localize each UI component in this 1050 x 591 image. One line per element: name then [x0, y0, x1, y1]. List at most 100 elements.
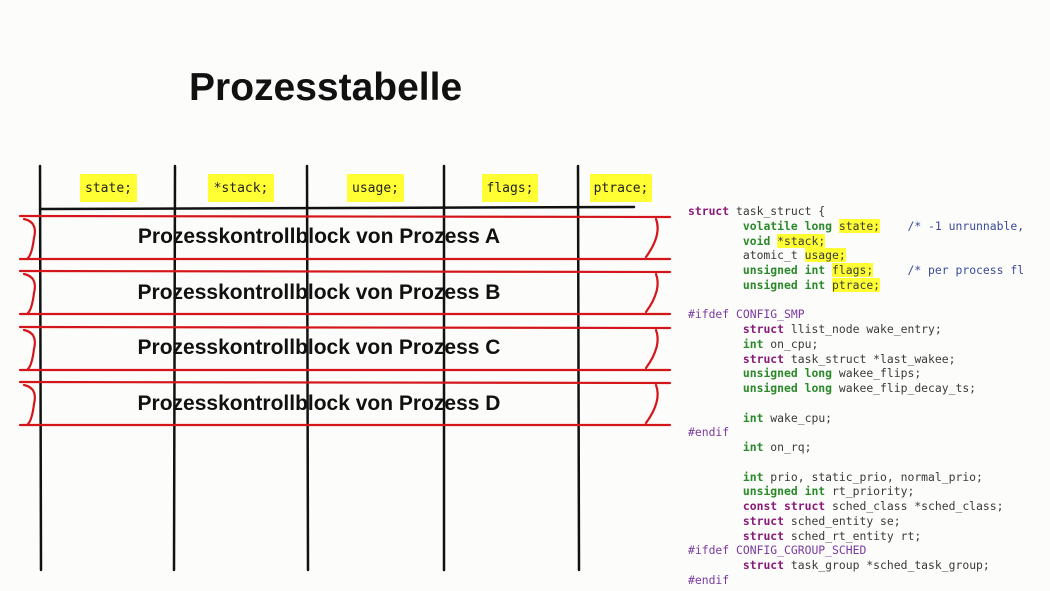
code-token: struct — [742, 513, 785, 528]
code-token: unsigned int — [742, 484, 826, 499]
code-token: /* -1 unrunnable, — [907, 218, 1025, 233]
column-divider — [576, 164, 581, 572]
code-token — [688, 558, 743, 572]
code-token — [825, 278, 832, 292]
column-header-ptrace: ptrace; — [590, 174, 652, 202]
code-line: struct sched_entity se; — [688, 514, 1050, 529]
code-line: unsigned long wakee_flip_decay_ts; — [688, 381, 1050, 396]
code-token: llist_node wake_entry; — [784, 322, 942, 336]
code-token — [688, 278, 743, 292]
code-token: rt_priority; — [825, 484, 915, 499]
code-token — [688, 352, 743, 366]
code-token — [825, 263, 832, 277]
highlighted-field: ptrace; — [832, 277, 881, 292]
code-token: unsigned int — [742, 277, 826, 292]
code-line: unsigned int ptrace; — [688, 277, 1050, 293]
code-token: int — [742, 410, 764, 425]
code-token — [688, 514, 743, 528]
code-token: volatile long — [742, 218, 833, 233]
code-token: unsigned long — [742, 366, 833, 381]
code-token — [688, 381, 743, 395]
code-token — [688, 263, 743, 277]
code-line — [688, 293, 1050, 308]
code-line — [688, 396, 1050, 411]
code-line: int on_rq; — [688, 440, 1050, 455]
code-line: unsigned long wakee_flips; — [688, 366, 1050, 381]
code-token: unsigned long — [742, 381, 833, 395]
column-divider — [172, 164, 177, 572]
highlighted-field: *stack; — [777, 233, 826, 248]
row-outline-b — [18, 269, 672, 316]
code-token: prio, static_prio, normal_prio; — [763, 469, 983, 484]
code-line: atomic_t usage; — [688, 248, 1050, 263]
header-underline — [38, 205, 636, 211]
code-token — [688, 499, 743, 513]
code-token: unsigned int — [742, 263, 826, 277]
code-token — [873, 263, 907, 277]
column-divider — [38, 164, 43, 572]
code-token: task_struct *last_wakee; — [784, 351, 956, 366]
code-token — [832, 219, 839, 233]
code-token: #ifdef CONFIG_SMP — [688, 307, 805, 322]
code-token — [688, 337, 743, 351]
highlighted-field: usage; — [804, 248, 846, 263]
column-header-stack: *stack; — [208, 174, 274, 202]
code-token: struct — [688, 204, 730, 218]
code-token: wakee_flips; — [832, 366, 922, 381]
code-line: #endif — [688, 573, 1050, 588]
code-token: #ifdef CONFIG_CGROUP_SCHED — [688, 543, 867, 558]
column-divider — [305, 164, 310, 572]
code-token: on_cpu; — [763, 336, 819, 351]
column-header-state: state; — [80, 174, 137, 202]
code-line: volatile long state; /* -1 unrunnable, — [688, 218, 1050, 234]
row-outline-d — [18, 380, 672, 427]
page-title: Prozesstabelle — [189, 66, 463, 109]
code-line: const struct sched_class *sched_class; — [688, 499, 1050, 514]
row-label-process-b: Prozesskontrollblock von Prozess B — [137, 281, 501, 304]
code-token: #endif — [688, 425, 730, 440]
code-line: int on_cpu; — [688, 337, 1050, 352]
row-label-process-a: Prozesskontrollblock von Prozess A — [137, 225, 501, 248]
code-token — [688, 322, 743, 336]
code-line: struct llist_node wake_entry; — [688, 322, 1050, 337]
code-token — [688, 484, 743, 498]
code-token: int — [742, 440, 764, 454]
row-label-process-d: Prozesskontrollblock von Prozess D — [137, 392, 501, 415]
code-line: struct sched_rt_entity rt; — [688, 529, 1050, 544]
code-token: wake_cpu; — [763, 410, 833, 425]
code-token: const struct — [742, 499, 826, 513]
code-token: struct — [742, 528, 785, 543]
column-header-usage: usage; — [347, 174, 404, 202]
code-line: struct task_struct { — [688, 204, 1050, 219]
code-line: struct task_struct *last_wakee; — [688, 352, 1050, 367]
code-token: sched_entity se; — [784, 513, 901, 528]
code-line: #ifdef CONFIG_SMP — [688, 307, 1050, 322]
code-token: int — [742, 336, 764, 351]
task-struct-code-listing: struct task_struct { volatile long state… — [688, 204, 1050, 588]
code-token: atomic_t — [688, 248, 805, 263]
code-token — [688, 440, 743, 454]
code-token: sched_class *sched_class; — [825, 499, 1004, 513]
row-outline-a — [18, 214, 672, 261]
code-token: /* per process fl — [907, 263, 1025, 277]
code-token — [880, 219, 907, 233]
code-token: task_struct { — [729, 204, 826, 218]
code-line: #endif — [688, 425, 1050, 440]
code-token: struct — [742, 322, 785, 336]
code-line: unsigned int flags; /* per process fl — [688, 263, 1050, 278]
code-token — [688, 219, 743, 233]
code-token — [688, 529, 743, 543]
code-line: struct task_group *sched_task_group; — [688, 558, 1050, 573]
code-line — [688, 455, 1050, 470]
code-token: wakee_flip_decay_ts; — [832, 381, 977, 395]
row-outline-c — [18, 325, 672, 372]
code-line: #ifdef CONFIG_CGROUP_SCHED — [688, 543, 1050, 558]
code-line: int wake_cpu; — [688, 411, 1050, 426]
code-token: on_rq; — [763, 440, 812, 454]
highlighted-field: flags; — [832, 263, 874, 277]
code-line: unsigned int rt_priority; — [688, 484, 1050, 499]
code-token: struct — [742, 558, 785, 572]
code-token: void — [742, 233, 771, 248]
code-token — [688, 234, 743, 248]
code-token: #endif — [688, 572, 730, 587]
